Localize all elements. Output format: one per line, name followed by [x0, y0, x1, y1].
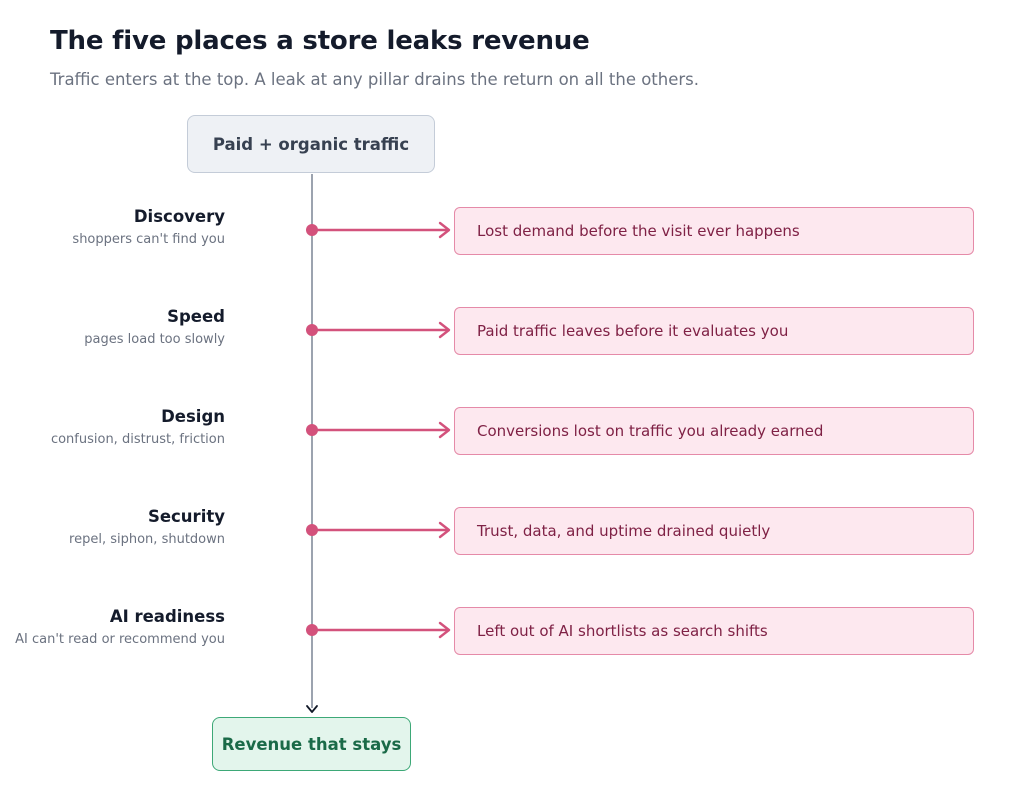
pillar-subtitle: shoppers can't find you	[72, 232, 225, 247]
pillar-subtitle: AI can't read or recommend you	[15, 632, 225, 647]
leak-box: Paid traffic leaves before it evaluates …	[454, 307, 974, 355]
traffic-flow-line	[311, 174, 313, 708]
leak-box: Left out of AI shortlists as search shif…	[454, 607, 974, 655]
leak-arrow	[312, 321, 451, 339]
pillar-ai-readiness: AI readiness AI can't read or recommend …	[0, 607, 1024, 667]
leak-text: Left out of AI shortlists as search shif…	[477, 622, 768, 640]
pillar-subtitle: repel, siphon, shutdown	[69, 532, 225, 547]
traffic-source-label: Paid + organic traffic	[212, 134, 410, 154]
revenue-outcome-box: Revenue that stays	[212, 717, 411, 771]
pillar-design: Design confusion, distrust, friction Con…	[0, 407, 1024, 467]
pillar-speed: Speed pages load too slowly Paid traffic…	[0, 307, 1024, 367]
pillar-title: Design	[161, 407, 225, 426]
leak-text: Conversions lost on traffic you already …	[477, 422, 824, 440]
pillar-subtitle: confusion, distrust, friction	[50, 432, 225, 447]
leak-text: Trust, data, and uptime drained quietly	[477, 522, 771, 540]
page-subtitle: Traffic enters at the top. A leak at any…	[50, 70, 700, 89]
leak-arrow	[312, 621, 451, 639]
pillar-discovery: Discovery shoppers can't find you Lost d…	[0, 207, 1024, 267]
pillar-title: AI readiness	[109, 607, 225, 626]
leak-text: Lost demand before the visit ever happen…	[477, 222, 800, 240]
leak-arrow	[312, 521, 451, 539]
pillar-security: Security repel, siphon, shutdown Trust, …	[0, 507, 1024, 567]
leak-box: Trust, data, and uptime drained quietly	[454, 507, 974, 555]
page-title: The five places a store leaks revenue	[50, 26, 590, 56]
traffic-source-box: Paid + organic traffic	[187, 115, 435, 173]
pillar-title: Discovery	[133, 207, 225, 226]
leak-box: Conversions lost on traffic you already …	[454, 407, 974, 455]
pillar-title: Security	[147, 507, 225, 526]
flow-arrowhead	[306, 705, 318, 713]
leak-box: Lost demand before the visit ever happen…	[454, 207, 974, 255]
leak-arrow	[312, 421, 451, 439]
revenue-outcome-label: Revenue that stays	[221, 734, 402, 754]
pillar-subtitle: pages load too slowly	[84, 332, 225, 347]
pillar-title: Speed	[167, 307, 225, 326]
leak-text: Paid traffic leaves before it evaluates …	[477, 322, 789, 340]
leak-arrow	[312, 221, 451, 239]
